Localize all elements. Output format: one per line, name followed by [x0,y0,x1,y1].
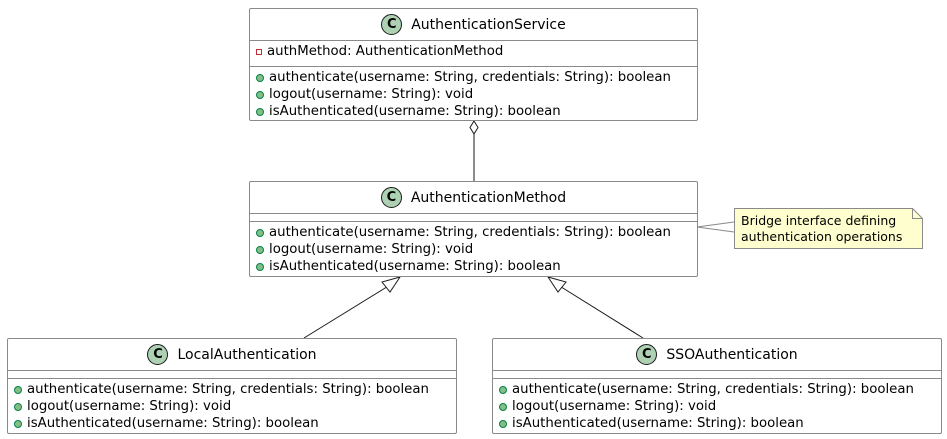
method: authenticate(username: String, credentia… [256,69,697,86]
method: authenticate(username: String, credentia… [256,224,697,241]
public-visibility-icon [14,402,22,411]
method-text: logout(username: String): void [512,399,717,414]
attributes-compartment [493,370,941,378]
public-visibility-icon [256,262,264,271]
method: logout(username: String): void [256,86,697,103]
attribute-text: authMethod: AuthenticationMethod [267,44,504,59]
methods-compartment: authenticate(username: String, credentia… [8,378,456,432]
public-visibility-icon [256,90,264,99]
attributes-compartment [8,370,456,378]
method: isAuthenticated(username: String): boole… [256,258,697,275]
public-visibility-icon [256,228,264,237]
method-text: isAuthenticated(username: String): boole… [512,416,804,431]
note-anchor-line [696,221,735,228]
class-name: AuthenticationMethod [410,189,567,206]
method: authenticate(username: String, credentia… [14,381,456,398]
public-visibility-icon [499,385,507,394]
class-stereotype-icon: C [381,14,403,35]
note-line: Bridge interface defining [741,213,897,228]
method-text: logout(username: String): void [27,399,232,414]
method-text: isAuthenticated(username: String): boole… [269,104,561,119]
public-visibility-icon [14,385,22,394]
methods-compartment: authenticate(username: String, credentia… [250,221,697,275]
public-visibility-icon [499,402,507,411]
class-authentication-service[interactable]: C AuthenticationService authMethod: Auth… [249,8,698,121]
method: authenticate(username: String, credentia… [499,381,941,398]
class-name: AuthenticationService [411,16,566,33]
note-line: authentication operations [741,229,903,244]
method: isAuthenticated(username: String): boole… [14,415,456,432]
class-header: C AuthenticationService [250,9,697,40]
method: logout(username: String): void [14,398,456,415]
method-text: authenticate(username: String, credentia… [269,70,671,85]
method-text: isAuthenticated(username: String): boole… [269,259,561,274]
public-visibility-icon [256,107,264,116]
public-visibility-icon [256,245,264,254]
class-sso-authentication[interactable]: C SSOAuthentication authenticate(usernam… [492,338,942,434]
class-name: LocalAuthentication [177,346,317,363]
public-visibility-icon [256,73,264,82]
note-anchor-line [696,226,735,233]
class-header: C LocalAuthentication [8,339,456,370]
inheritance-line-local [303,284,391,339]
method-text: authenticate(username: String, credentia… [512,382,914,397]
method: isAuthenticated(username: String): boole… [499,415,941,432]
class-name: SSOAuthentication [666,346,798,363]
class-local-authentication[interactable]: C LocalAuthentication authenticate(usern… [7,338,457,434]
method-text: logout(username: String): void [269,87,474,102]
note-text: Bridge interface defining authentication… [741,213,902,245]
aggregation-diamond [469,120,479,135]
class-stereotype-icon: C [147,344,169,365]
note-shape [734,208,923,249]
attribute: authMethod: AuthenticationMethod [256,43,697,60]
method: isAuthenticated(username: String): boole… [256,103,697,120]
attributes-compartment: authMethod: AuthenticationMethod [250,40,697,66]
private-visibility-icon [256,48,262,55]
inheritance-line-sso [557,284,644,339]
class-header: C SSOAuthentication [493,339,941,370]
class-authentication-method[interactable]: C AuthenticationMethod authenticate(user… [249,181,698,277]
class-stereotype-icon: C [636,344,658,365]
public-visibility-icon [499,419,507,428]
attributes-compartment [250,213,697,221]
method-text: authenticate(username: String, credentia… [27,382,429,397]
class-header: C AuthenticationMethod [250,182,697,213]
method-text: authenticate(username: String, credentia… [269,225,671,240]
methods-compartment: authenticate(username: String, credentia… [250,66,697,120]
public-visibility-icon [14,419,22,428]
method-text: logout(username: String): void [269,242,474,257]
class-stereotype-icon: C [380,187,402,208]
inheritance-arrow-sso [546,276,567,293]
method: logout(username: String): void [256,241,697,258]
note: Bridge interface defining authentication… [734,208,923,249]
inheritance-arrow-local [381,276,402,293]
methods-compartment: authenticate(username: String, credentia… [493,378,941,432]
method-text: isAuthenticated(username: String): boole… [27,416,319,431]
method: logout(username: String): void [499,398,941,415]
